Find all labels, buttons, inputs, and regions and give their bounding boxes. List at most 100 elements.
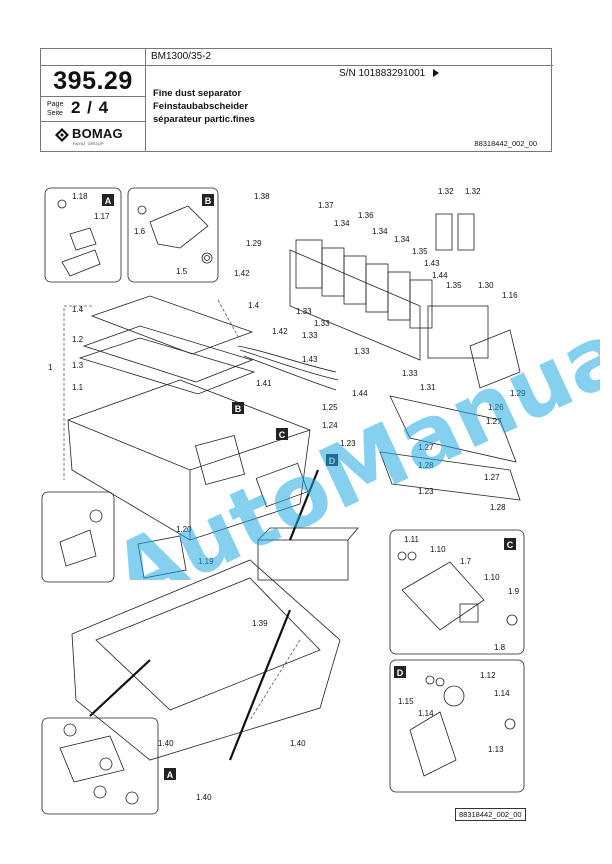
detail-box-d	[389, 659, 525, 793]
callout-c-main: C	[279, 430, 286, 440]
callout-d-detail: D	[397, 668, 404, 678]
label-1-18: 1.18	[72, 192, 88, 201]
label-1-27: 1.27	[486, 417, 502, 426]
detail-box-c	[389, 529, 525, 655]
header-divider	[41, 96, 145, 97]
label-1-17: 1.17	[94, 212, 110, 221]
label-1-39: 1.39	[252, 619, 268, 628]
doc-id: 88318442_002_00	[474, 139, 537, 148]
header-block: BM1300/35-2 395.29 Page Seite 2 / 4 BOMA…	[40, 48, 553, 152]
bomag-diamond-icon	[55, 128, 69, 142]
callout-c-detail: C	[507, 540, 514, 550]
page-label: Page Seite	[47, 100, 63, 118]
label-1-5: 1.5	[176, 267, 188, 276]
label-1-40: 1.40	[196, 793, 212, 802]
label-1-34: 1.34	[394, 235, 410, 244]
label-1-9: 1.9	[508, 587, 520, 596]
header-divider	[41, 65, 553, 66]
label-1-35: 1.35	[412, 247, 428, 256]
label-1-4: 1.4	[248, 301, 260, 310]
label-1-19: 1.19	[198, 557, 214, 566]
label-1-15: 1.15	[398, 697, 414, 706]
page-label-de: Page	[47, 101, 64, 108]
mounting-bracket	[389, 395, 517, 463]
header-divider	[41, 121, 145, 122]
detail-box-clip	[41, 491, 115, 583]
callout-a-bottom: A	[167, 770, 174, 780]
part-titles: Fine dust separator Feinstaubabscheider …	[153, 87, 255, 126]
label-1-27: 1.27	[418, 443, 434, 452]
label-1-33: 1.33	[296, 307, 312, 316]
label-1-14: 1.14	[418, 709, 434, 718]
logo-name: BOMAG	[72, 126, 123, 141]
relay-part	[469, 329, 521, 389]
plate-part	[149, 205, 209, 249]
label-1-4: 1.4	[72, 305, 84, 314]
label-1-33: 1.33	[354, 347, 370, 356]
label-1-33: 1.33	[314, 319, 330, 328]
module-1-19	[137, 535, 187, 579]
page-label-en: Seite	[47, 110, 63, 117]
label-1-37: 1.37	[318, 201, 334, 210]
fuse-block	[257, 539, 349, 581]
terminal-blocks	[295, 213, 489, 359]
label-1-2: 1.2	[72, 335, 84, 344]
label-1-26: 1.26	[488, 403, 504, 412]
label-1-1: 1.1	[72, 383, 84, 392]
title-de: Feinstaubabscheider	[153, 101, 249, 112]
label-1-7: 1.7	[460, 557, 472, 566]
callout-b-main: B	[235, 404, 242, 414]
label-1-25: 1.25	[322, 403, 338, 412]
label-1-8: 1.8	[494, 643, 506, 652]
page-of: 2 / 4	[71, 98, 110, 117]
bracket-part	[61, 249, 101, 277]
label-1-32: 1.32	[465, 187, 481, 196]
label-1-44: 1.44	[352, 389, 368, 398]
wiring-harness	[237, 345, 337, 373]
screw-part	[57, 199, 67, 209]
part-labels: 1.18 1.17 1.6 1.5 1.38 1.37 1.34 1.36 1.…	[48, 187, 526, 802]
label-1-3: 1.3	[72, 361, 84, 370]
callout-a-top: A	[105, 196, 112, 206]
label-1-11: 1.11	[404, 535, 420, 544]
mounting-bracket-2	[379, 451, 521, 501]
detail-box-a	[44, 187, 122, 283]
label-1-43: 1.43	[424, 259, 440, 268]
bottom-housing	[71, 559, 341, 761]
label-1-23: 1.23	[418, 487, 434, 496]
label-1-40: 1.40	[290, 739, 306, 748]
label-1-14: 1.14	[494, 689, 510, 698]
serial-number: S/N 101883291001	[339, 68, 440, 79]
label-1-28: 1.28	[490, 503, 506, 512]
logo-subtitle: FAYAT GROUP	[73, 141, 104, 146]
label-1-20: 1.20	[176, 525, 192, 534]
label-1-16: 1.16	[502, 291, 518, 300]
label-1-29: 1.29	[510, 389, 526, 398]
label-1-42: 1.42	[234, 269, 250, 278]
label-1-27: 1.27	[484, 473, 500, 482]
label-1-10: 1.10	[484, 573, 500, 582]
label-1-24: 1.24	[322, 421, 338, 430]
footer-doc-id: 88318442_002_00	[455, 808, 526, 821]
label-1-34: 1.34	[372, 227, 388, 236]
label-1-35: 1.35	[446, 281, 462, 290]
label-1-38: 1.38	[254, 192, 270, 201]
detail-box-a-bottom	[41, 717, 159, 815]
callout-squares: A B B C D C D A	[102, 194, 516, 780]
cover-plate-top	[90, 295, 254, 355]
label-1-6: 1.6	[134, 227, 146, 236]
label-1-29: 1.29	[246, 239, 262, 248]
label-1-10: 1.10	[430, 545, 446, 554]
label-1-43: 1.43	[302, 355, 318, 364]
label-1-31: 1.31	[420, 383, 436, 392]
detail-box-b	[127, 187, 219, 283]
cover-gasket	[82, 325, 254, 383]
label-1-28: 1.28	[418, 461, 434, 470]
main-housing	[67, 379, 311, 541]
page-number: 395.29	[53, 67, 133, 95]
label-1-30: 1.30	[478, 281, 494, 290]
label-1-33: 1.33	[402, 369, 418, 378]
model-name: BM1300/35-2	[151, 51, 212, 62]
label-1-12: 1.12	[480, 671, 496, 680]
